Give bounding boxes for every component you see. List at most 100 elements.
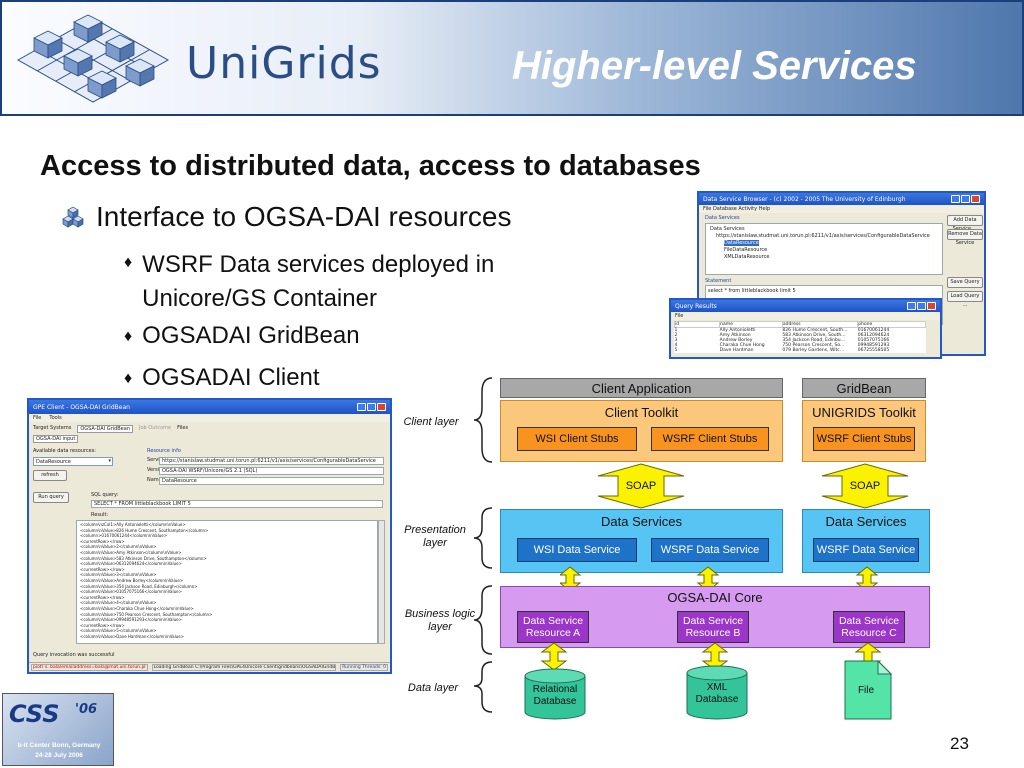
close-icon[interactable]: [927, 302, 936, 310]
file-label: File: [857, 684, 875, 696]
ogsa-dai-core-label: OGSA-DAI Core: [667, 590, 763, 605]
close-icon[interactable]: [971, 195, 980, 203]
result-line: <column\nValue>2</column\nValue>: [80, 544, 157, 550]
tab-target-systems[interactable]: Target Systems: [33, 425, 72, 431]
result-line: <column\nValue>Amy Atkinson</column\nVal…: [80, 549, 182, 555]
tree-url[interactable]: https://stanislaw.studmat.uni.torun.pl:6…: [716, 233, 930, 239]
sub-bullet-text: WSRF Data services deployed in: [142, 251, 495, 278]
sub-bullet-text: OGSADAI Client: [142, 364, 320, 391]
gridbean-box: GridBean: [802, 378, 926, 398]
table-cell: Ally Antonioletti: [719, 328, 756, 333]
tab-ogsa-dai-input[interactable]: OGSA-DAI input: [33, 435, 79, 443]
menu-bar[interactable]: File: [671, 312, 940, 320]
result-line: <column\nValue>06312094624</column\nValu…: [80, 561, 182, 567]
close-icon[interactable]: [377, 403, 386, 411]
table-cell: 01670061244: [857, 328, 890, 333]
result-textarea[interactable]: <column\nzCol1>Ally Antonioletti</column…: [76, 520, 378, 644]
tab-ogsa-dai-gridbean[interactable]: OGSA-DAI GridBean: [77, 425, 133, 433]
remove-data-service-button[interactable]: Remove Data Service: [947, 229, 983, 246]
run-query-button[interactable]: Run query: [33, 492, 69, 503]
xml-database-cylinder: [686, 665, 748, 720]
layer-braces: [473, 377, 493, 713]
column-header[interactable]: address: [781, 321, 859, 328]
tree-item[interactable]: DataResource: [724, 240, 759, 246]
result-line: <currentRow></row>: [80, 566, 125, 572]
resource-info-label: Resource info: [147, 448, 181, 454]
wsrf-client-stubs-box: WSRF Client Stubs: [651, 427, 769, 451]
soap-arrow-left: [597, 463, 685, 509]
add-data-service-button[interactable]: Add Data Service ...: [947, 215, 983, 232]
client-toolkit-label: Client Toolkit: [604, 405, 679, 420]
maximize-icon[interactable]: [917, 302, 926, 310]
chevron-down-icon[interactable]: ▾: [108, 458, 111, 464]
refresh-button[interactable]: refresh: [33, 470, 67, 481]
query-results-window: Query Results File id name address phone…: [669, 298, 942, 359]
ogsa-dai-core-box: OGSA-DAI Core Data Service Resource A Da…: [500, 586, 930, 648]
result-line: <column\nValue>Dave Hardman</column\nVal…: [80, 633, 185, 639]
menu-bar[interactable]: File Database Activity Help: [699, 205, 984, 213]
data-service-resource-a: Data Service Resource A: [517, 611, 589, 643]
column-header[interactable]: phone: [857, 321, 926, 328]
sql-query-input[interactable]: SELECT * FROM littleblackbook LIMIT 5: [91, 500, 383, 508]
relational-database-label: Relational Database: [532, 684, 578, 707]
status-threads: Running Threads: 0: [340, 664, 388, 671]
service-address-field[interactable]: https://stanislaw.studmat.uni.torun.pl:6…: [159, 457, 384, 465]
tree-item[interactable]: FileDataResource: [724, 247, 768, 253]
minimize-icon[interactable]: [951, 195, 960, 203]
minimize-icon[interactable]: [907, 302, 916, 310]
content-heading: Access to distributed data, access to da…: [40, 150, 701, 182]
wsi-data-service-box: WSI Data Service: [517, 538, 637, 562]
data-services-box: Data Services WSI Data Service WSRF Data…: [500, 509, 783, 573]
resource-select[interactable]: DataResource ▾: [33, 457, 113, 466]
diamond-bullet-icon: ♦: [124, 254, 133, 271]
menu-file[interactable]: File: [33, 415, 42, 421]
bullet-level1: Interface to OGSA-DAI resources: [62, 201, 512, 233]
soap-arrow-right: [821, 463, 909, 509]
data-services-box-right: Data Services WSRF Data Service: [802, 509, 930, 573]
cube-grid-icon: [16, 14, 170, 103]
result-line: <column\nValue>354 Jackson Road, Edinbur…: [80, 583, 198, 589]
tab-files[interactable]: Files: [177, 425, 189, 431]
unigrids-logo-text: UniGrids: [186, 38, 382, 89]
result-line: <currentRow></row>: [80, 594, 125, 600]
result-line: <column\nValue>Charaka Chue Hong</column…: [80, 605, 194, 611]
table-cell: 01057075166: [857, 338, 890, 343]
css-logo-location: b-it Center Bonn, Germany: [17, 742, 101, 749]
maximize-icon[interactable]: [367, 403, 376, 411]
sub-bullet-text: OGSADAI GridBean: [142, 322, 360, 349]
status-bar: piotr s. bala/emailaddress=bala@mat.uni.…: [29, 662, 390, 672]
bullet-level2-2: ♦ OGSADAI GridBean: [124, 322, 360, 350]
load-query-button[interactable]: Load Query ...: [947, 291, 983, 308]
wsrf-client-stubs-box: WSRF Client Stubs: [813, 427, 915, 451]
status-message: Query invocation was successful: [33, 652, 115, 658]
tab-job-outcome[interactable]: Job Outcome: [138, 425, 172, 431]
layer-label-business: Business logic layer: [404, 608, 476, 633]
tree-root[interactable]: Data Services: [710, 226, 745, 232]
save-query-button[interactable]: Save Query ...: [947, 277, 983, 294]
wsrf-data-service-box: WSRF Data Service: [813, 538, 919, 562]
data-services-label: Data Services: [601, 514, 682, 529]
bullet-level2-3: ♦ OGSADAI Client: [124, 364, 320, 392]
result-line: <column\nValue>5</column\nValue>: [80, 628, 157, 634]
data-services-tree[interactable]: Data Services https://stanislaw.studmat.…: [705, 223, 943, 275]
column-header[interactable]: id: [673, 321, 721, 328]
page-number: 23: [950, 734, 969, 753]
minimize-icon[interactable]: [357, 403, 366, 411]
tree-item[interactable]: XMLDataResource: [724, 254, 770, 260]
version-field[interactable]: OGSA-DAI WSRF/Unicore/GS 2.1 (SQL): [159, 467, 384, 475]
table-cell: 09948591293: [857, 343, 890, 348]
css-logo-text: CSS: [9, 700, 60, 728]
result-line: <column\nValue>826 Hume Crescent, Southa…: [80, 527, 209, 533]
core-arrows: [560, 566, 879, 592]
maximize-icon[interactable]: [961, 195, 970, 203]
vertical-scrollbar[interactable]: [378, 520, 385, 644]
menu-tools[interactable]: Tools: [49, 415, 62, 421]
section-label: Data Services: [705, 215, 740, 221]
name-field[interactable]: DataResource: [159, 477, 384, 485]
